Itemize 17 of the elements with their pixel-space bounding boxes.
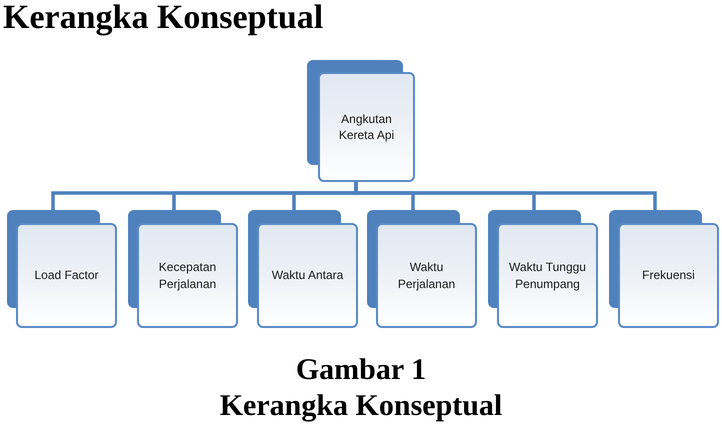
node-label: Waktu Antara [272,267,344,284]
process-box [609,210,719,328]
node-label: Kecepatan Perjalanan [158,259,218,292]
node-label: Load Factor [34,267,99,284]
page-title: Kerangka Konseptual [3,0,324,36]
node-label: Frekuensi [642,267,695,284]
figure-caption: Gambar 1 Kerangka Konseptual [218,352,504,424]
node-label: Waktu Perjalanan [396,259,456,292]
node-label: Waktu Tunggu Penumpang [508,259,587,292]
process-box [307,60,415,182]
process-box [248,210,358,328]
process-box [7,210,117,328]
connector-line [354,182,657,210]
node-label: Angkutan Kereta Api [338,110,396,144]
process-box [128,210,238,328]
process-box [367,210,477,328]
process-box [488,210,598,328]
